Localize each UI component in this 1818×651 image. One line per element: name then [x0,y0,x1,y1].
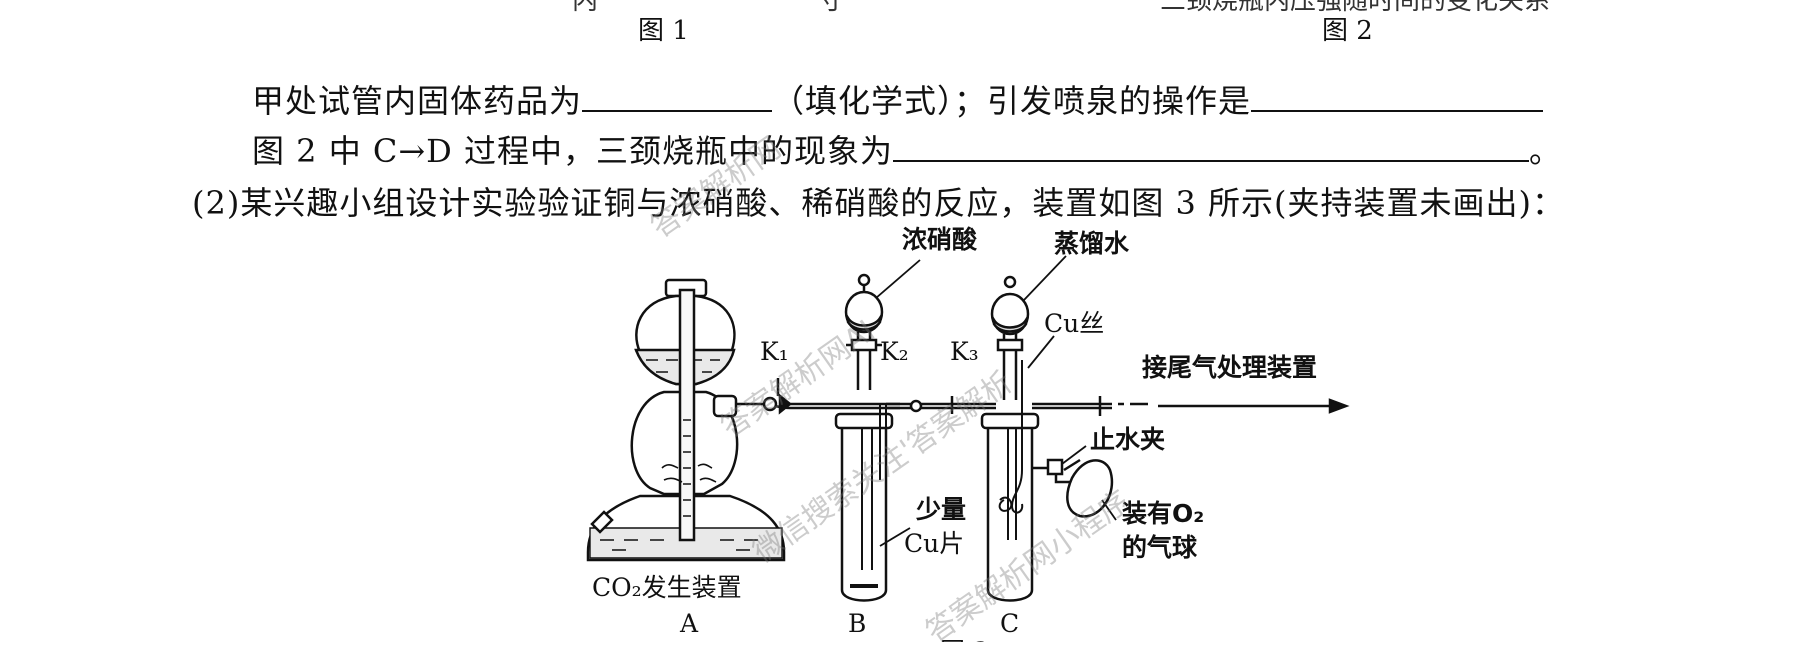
label-distilled-water: 蒸馏水 [1054,229,1130,258]
label-a: A [679,609,699,638]
question-1-text-a: 甲处试管内固体药品为 [252,82,583,120]
label-exhaust-treatment: 接尾气处理装置 [1142,353,1317,382]
test-tube-b [834,273,894,602]
connecting-tube-b-c [886,396,996,414]
label-co2-generator: CO₂发生装置 [592,573,742,602]
label-balloon-text: 的气球 [1122,533,1198,562]
label-concentrated-nitric-acid: 浓硝酸 [902,225,978,254]
cut-text-mid: 寸 [818,0,845,16]
label-leaders [875,255,1117,547]
figure-2-caption: 图 2 [1322,16,1373,46]
figure-1-caption: 图 1 [638,16,689,46]
answer-blank-formula[interactable] [582,80,773,112]
question-1-line-1: 甲处试管内固体药品为 （填化学式）；引发喷泉的操作是 [252,76,1544,122]
exhaust-arrow [1032,396,1350,416]
label-b: B [848,609,866,638]
question-1-line-2: 图 2 中 C→D 过程中，三颈烧瓶中的现象为 。 [252,126,1562,172]
question-1-text-c: 图 2 中 C→D 过程中，三颈烧瓶中的现象为 [252,132,894,170]
answer-blank-operation[interactable] [1251,80,1544,112]
question-2-line: (2)某兴趣小组设计实验验证铜与浓硝酸、稀硝酸的反应，装置如图 3 所示(夹持装… [192,184,1566,222]
question-1-period: 。 [1529,132,1563,170]
label-c: C [1000,609,1019,638]
cut-text-right: 三颈烧瓶内压强随时间的变化关系 [1160,0,1551,16]
connecting-tube-a-b [762,378,900,415]
label-cu-piece: Cu片 [904,529,964,558]
label-k2: K₂ [880,337,909,366]
cut-text-left: 内 [572,0,599,16]
balloon-with-clamp [1032,458,1113,518]
answer-blank-phenomenon[interactable] [893,130,1530,162]
label-water-stop-clamp: 止水夹 [1090,425,1165,454]
label-balloon-o2: 装有O₂ [1122,499,1204,528]
label-k1: K₁ [760,337,789,366]
label-k3: K₃ [950,337,979,366]
label-small-amount: 少量 [915,495,966,524]
label-cu-wire: Cu丝 [1044,309,1104,338]
question-1-text-b: （填化学式）；引发喷泉的操作是 [772,82,1252,120]
test-tube-c [980,275,1040,602]
kipp-apparatus-a [586,278,791,562]
figure-3-caption: 图 3 [940,637,989,642]
